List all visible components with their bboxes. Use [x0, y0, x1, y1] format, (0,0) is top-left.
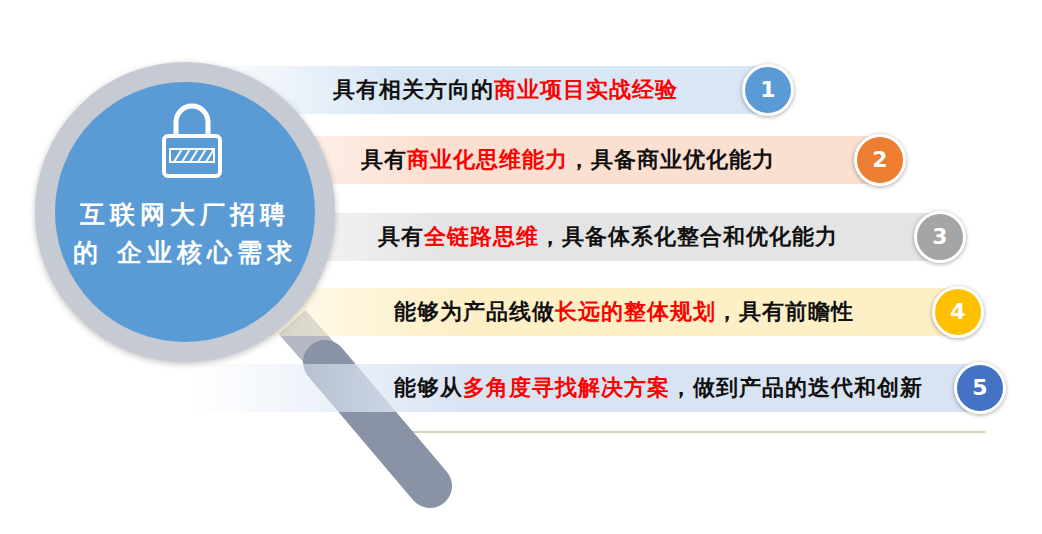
highlight-text: 商业化思维能力: [407, 147, 568, 172]
base-rule: [380, 431, 985, 433]
callout-number: 4: [932, 286, 984, 338]
callout-number: 3: [914, 211, 966, 263]
number-text: 4: [950, 299, 965, 324]
requirement-text: ，具备商业优化能力: [568, 147, 775, 172]
requirement-text: ，具备体系化整合和优化能力: [539, 224, 838, 249]
requirement-band: 能够从多角度寻找解决方案，做到产品的迭代和创新: [190, 364, 980, 412]
number-text: 5: [972, 375, 987, 400]
highlight-text: 全链路思维: [424, 224, 539, 249]
highlight-text: 多角度寻找解决方案: [463, 375, 670, 400]
callout-number: 5: [954, 362, 1006, 414]
requirement-text: ，具有前瞻性: [716, 299, 854, 324]
requirement-text: 具有: [361, 147, 407, 172]
requirement-text: ，做到产品的迭代和创新: [670, 375, 923, 400]
lock-icon: [152, 92, 232, 182]
requirement-text: 能够为产品线做: [394, 299, 555, 324]
hub-title: 互联网大厂招聘 的 企业核心需求: [73, 200, 297, 267]
highlight-text: 商业项目实战经验: [494, 77, 678, 102]
callout-number: 1: [742, 64, 794, 116]
highlight-text: 长远的整体规划: [555, 299, 716, 324]
requirement-text: 具有相关方向的: [333, 77, 494, 102]
number-text: 2: [872, 147, 887, 172]
number-text: 1: [760, 77, 775, 102]
requirement-text: 具有: [378, 224, 424, 249]
callout-number: 2: [854, 134, 906, 186]
number-text: 3: [932, 224, 947, 249]
requirement-text: 能够从: [394, 375, 463, 400]
